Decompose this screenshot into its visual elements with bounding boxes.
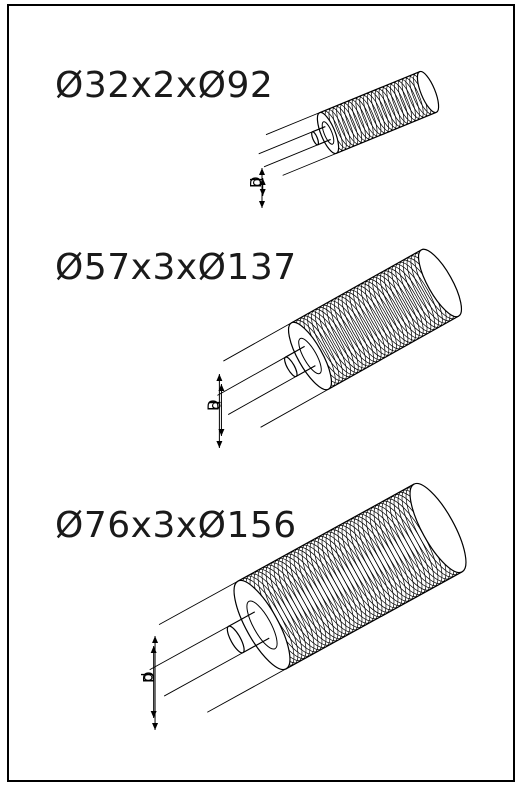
pipe-1-outer-diameter-label: D xyxy=(247,176,265,188)
pipe-1-drawing: Dd xyxy=(247,70,440,208)
pipe-3-spec-label: Ø76x3xØ156 xyxy=(55,505,297,546)
pipe-2-spec-label: Ø57x3xØ137 xyxy=(55,247,297,288)
pipe-3-drawing: Dd xyxy=(139,482,467,730)
pipe-3-outer-diameter-label: D xyxy=(140,671,158,683)
pipe-1-spec-label: Ø32x2xØ92 xyxy=(55,65,274,106)
pipe-2-outer-diameter-label: D xyxy=(204,399,222,411)
pipe-1-inner-diameter-label: d xyxy=(248,177,266,187)
pipe-2-drawing: Dd xyxy=(204,248,463,448)
pipe-2-inner-diameter-label: d xyxy=(206,400,224,410)
pipe-3-inner-diameter-label: d xyxy=(139,672,157,682)
